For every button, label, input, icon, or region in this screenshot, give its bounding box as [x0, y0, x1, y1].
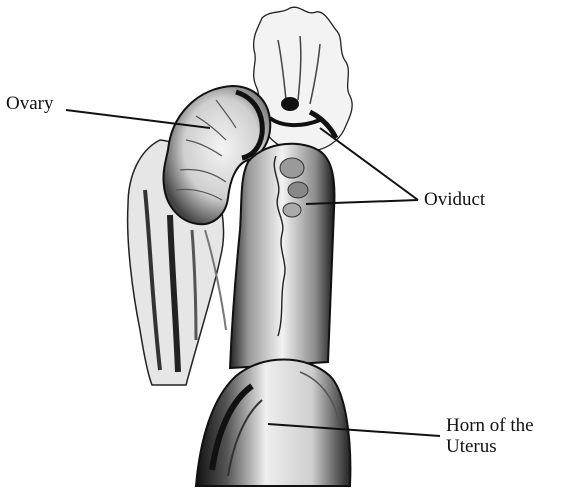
horn-label-line2: Uterus [446, 437, 497, 457]
uterine-horn [196, 360, 350, 487]
oviduct-label: Oviduct [424, 190, 485, 210]
ovary-label: Ovary [6, 94, 53, 114]
horn-label-line1: Horn of the [446, 416, 534, 436]
oviduct-tube [230, 144, 334, 368]
